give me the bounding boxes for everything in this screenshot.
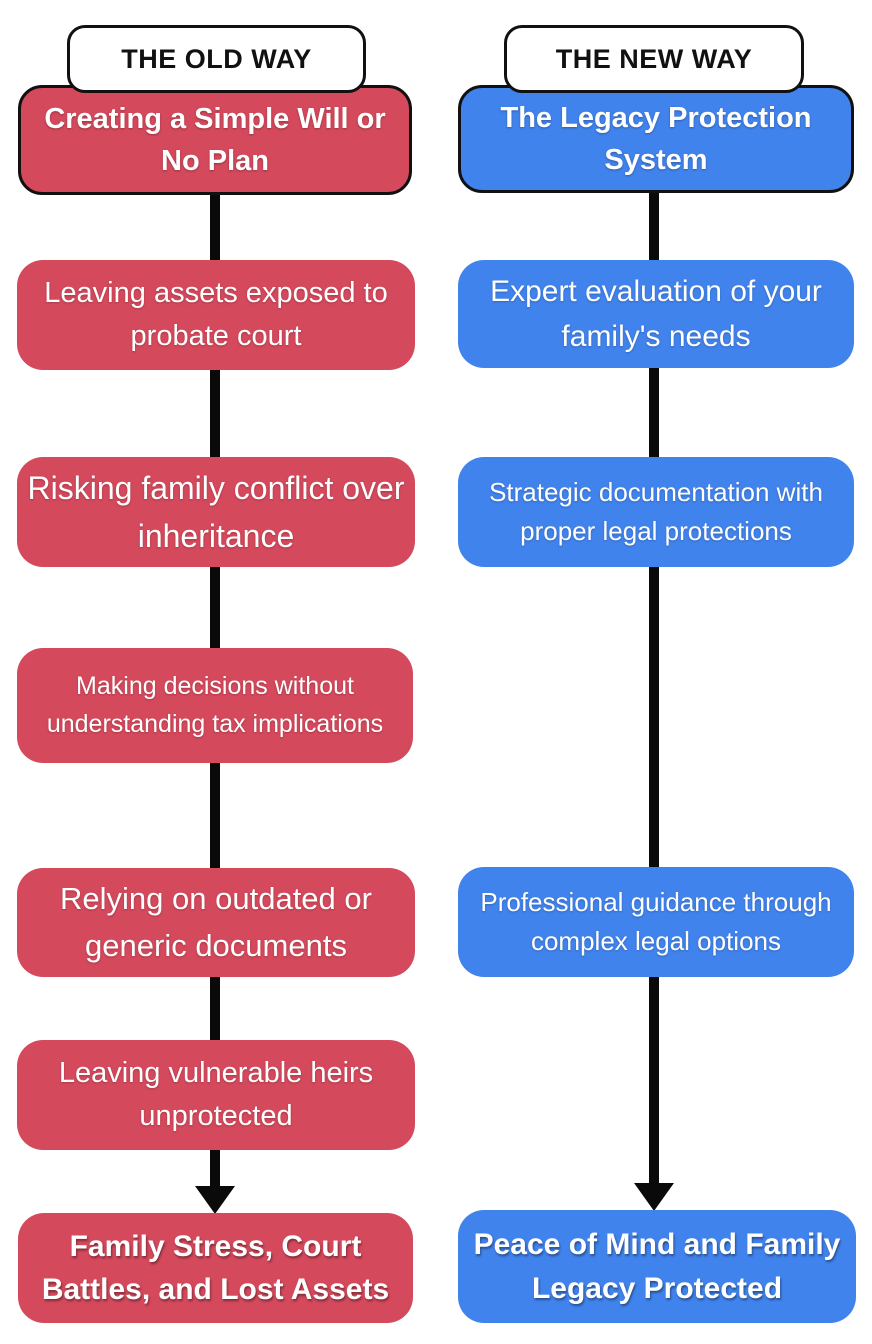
old-way-step-5-label: Leaving vulnerable heirs unprotected — [58, 1056, 374, 1133]
new-way-header-label: The Legacy Protection System — [500, 101, 812, 176]
old-way-result-box: Family Stress, Court Battles, and Lost A… — [18, 1213, 413, 1323]
new-way-step-3-label: Professional guidance through complex le… — [480, 887, 832, 956]
new-way-step-1-label: Expert evaluation of your family's needs — [490, 275, 822, 353]
new-way-result-label: Peace of Mind and Family Legacy Protecte… — [473, 1228, 841, 1305]
old-way-header-label: Creating a Simple Will or No Plan — [44, 102, 386, 177]
old-way-step-5: Leaving vulnerable heirs unprotected — [17, 1040, 415, 1150]
new-way-title-label: THE NEW WAY — [555, 43, 753, 74]
new-way-step-2: Strategic documentation with proper lega… — [458, 457, 854, 567]
old-way-step-2: Risking family conflict over inheritance — [17, 457, 415, 567]
old-way-step-2-label: Risking family conflict over inheritance — [27, 470, 405, 554]
old-way-step-3-label: Making decisions without understanding t… — [46, 672, 384, 738]
old-way-step-3: Making decisions without understanding t… — [17, 648, 413, 763]
old-way-step-1: Leaving assets exposed to probate court — [17, 260, 415, 370]
old-way-title-box: THE OLD WAY — [67, 25, 366, 93]
old-way-step-4: Relying on outdated or generic documents — [17, 868, 415, 977]
new-way-step-1: Expert evaluation of your family's needs — [458, 260, 854, 368]
old-way-arrow-down-icon — [195, 1186, 235, 1214]
new-way-connector-line — [649, 190, 659, 1183]
new-way-result-box: Peace of Mind and Family Legacy Protecte… — [458, 1210, 856, 1323]
old-way-title-label: THE OLD WAY — [121, 43, 312, 74]
old-way-step-1-label: Leaving assets exposed to probate court — [44, 276, 388, 353]
new-way-header-box: The Legacy Protection System — [458, 85, 854, 193]
new-way-step-3: Professional guidance through complex le… — [458, 867, 854, 977]
new-way-arrow-down-icon — [634, 1183, 674, 1211]
old-way-result-label: Family Stress, Court Battles, and Lost A… — [41, 1229, 390, 1307]
old-way-header-box: Creating a Simple Will or No Plan — [18, 85, 412, 195]
old-way-step-4-label: Relying on outdated or generic documents — [60, 881, 372, 963]
new-way-title-box: THE NEW WAY — [504, 25, 804, 93]
new-way-step-2-label: Strategic documentation with proper lega… — [489, 477, 823, 546]
